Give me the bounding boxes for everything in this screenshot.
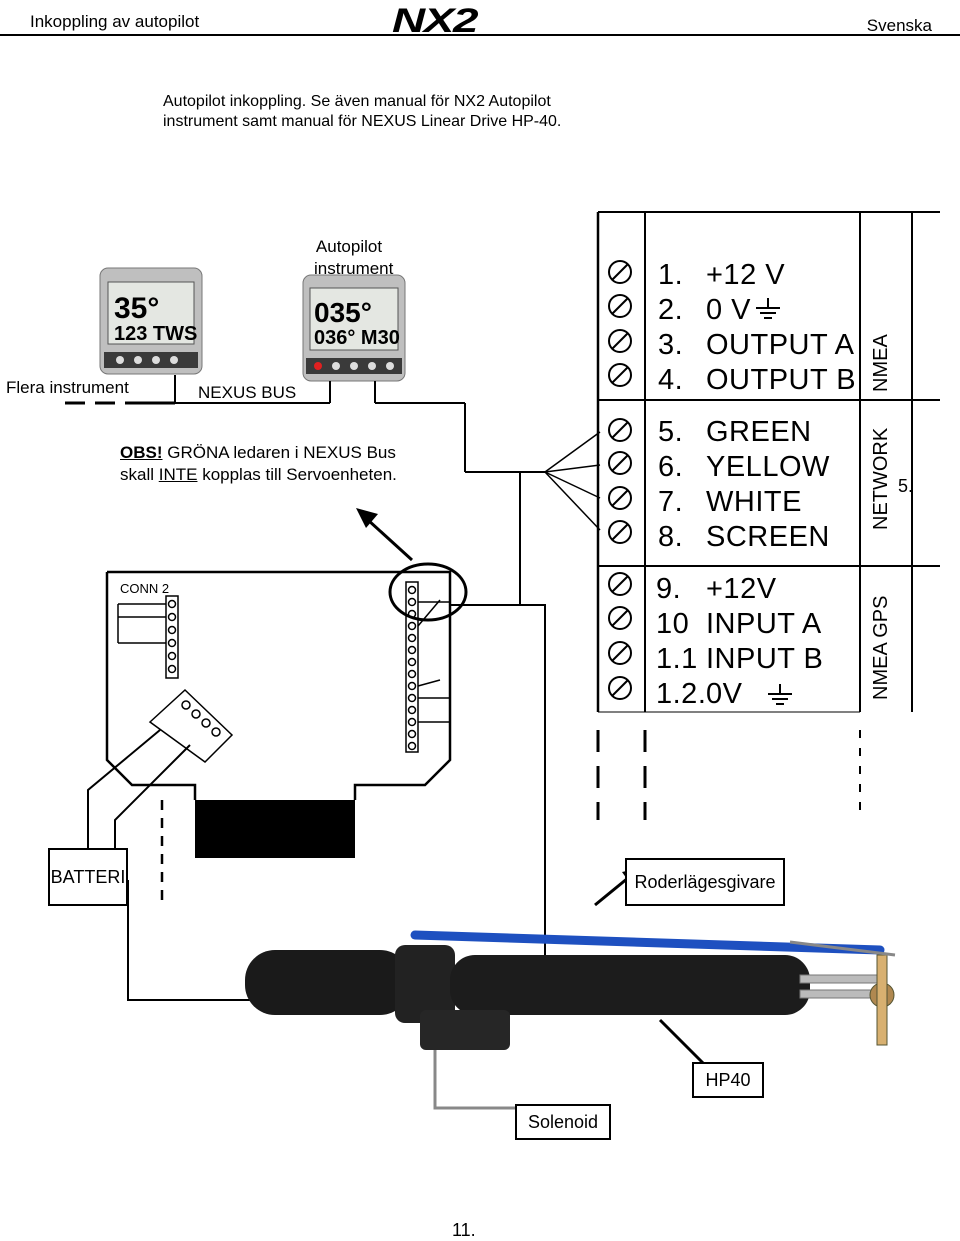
obs-line2-pre: skall	[120, 465, 159, 484]
term-num: 10	[656, 608, 690, 640]
header-language: Svenska	[866, 16, 932, 35]
nmea-label: NMEA	[870, 334, 892, 392]
highlight-circle	[388, 562, 468, 622]
multi-instrument-display	[99, 267, 203, 375]
solenoid-box: Solenoid	[515, 1104, 611, 1140]
network-number: 5.	[898, 476, 914, 496]
conn2-label: CONN 2	[120, 581, 170, 596]
nx2-logo: NX2	[392, 2, 479, 40]
term-num: 7.	[658, 486, 684, 518]
network-terminals	[405, 581, 450, 753]
terminal-screws	[608, 260, 632, 700]
autopilot-label: Autopilot instrument	[314, 236, 394, 280]
term-num: 3.	[658, 329, 684, 361]
page-number: 11.	[452, 1220, 476, 1240]
term-text: GREEN	[706, 416, 812, 448]
term-num: 1.	[658, 259, 684, 291]
ground-icon	[756, 298, 780, 319]
term-num: 2.	[658, 294, 684, 326]
lcd-left-top: 35°	[114, 292, 159, 325]
term-text: 0V	[706, 678, 743, 710]
term-num: 9.	[656, 573, 682, 605]
power-terminals	[148, 688, 234, 763]
term-text: INPUT A	[706, 608, 822, 640]
term-text: OUTPUT A	[706, 329, 855, 361]
network-label: NETWORK	[870, 427, 892, 530]
lcd-right-bottom: 036° M30	[314, 327, 400, 349]
servo-unit-outline	[105, 570, 452, 800]
obs-line2-post: kopplas till Servoenheten.	[197, 465, 397, 484]
term-text: WHITE	[706, 486, 802, 518]
arrow-icon	[356, 508, 378, 528]
flera-label: Flera instrument	[6, 378, 129, 397]
linear-drive	[245, 930, 896, 1050]
nmea-gps-label: NMEA GPS	[870, 595, 892, 700]
term-num: 1.2.	[656, 678, 707, 710]
terminal-group-1: 1. +12 V 2. 0 V 3. OUTPUT A 4. OUTPUT B	[658, 258, 856, 398]
hp40-box: HP40	[692, 1062, 764, 1098]
nexus-bus-label: NEXUS BUS	[198, 383, 297, 402]
term-text: OUTPUT B	[706, 364, 857, 396]
term-text: +12V	[706, 573, 777, 605]
battery-box: BATTERI	[48, 848, 128, 906]
term-text: 0 V	[706, 294, 752, 326]
header-title: Inkoppling av autopilot	[30, 12, 200, 31]
term-num: 1.1	[656, 643, 698, 675]
lcd-right-top: 035°	[314, 297, 372, 328]
ground-icon	[768, 684, 792, 705]
intro-line-1: Autopilot inkoppling. Se även manual för…	[163, 93, 551, 110]
obs-inte: INTE	[158, 465, 198, 484]
intro-line-2: instrument samt manual för NEXUS Linear …	[163, 113, 562, 130]
autopilot-instrument-display	[302, 274, 406, 382]
autopilot-label-2: instrument	[314, 259, 394, 278]
term-text: SCREEN	[706, 521, 830, 553]
obs-line1: GRÖNA ledaren i NEXUS Bus	[162, 443, 396, 462]
term-text: INPUT B	[706, 643, 824, 675]
autopilot-label-1: Autopilot	[315, 237, 383, 256]
term-num: 6.	[658, 451, 684, 483]
term-text: YELLOW	[706, 451, 830, 483]
conn2-terminals	[117, 595, 179, 679]
term-num: 5.	[658, 416, 684, 448]
lcd-left-bottom: 123 TWS	[114, 323, 197, 345]
terminal-group-2: 5. GREEN 6. YELLOW 7. WHITE 8. SCREEN	[658, 415, 830, 555]
header-divider	[0, 34, 960, 36]
term-num: 4.	[658, 364, 684, 396]
term-text: +12 V	[706, 259, 786, 291]
rudder-sensor-box: Roderlägesgivare	[625, 858, 785, 906]
obs-warning: OBS! GRÖNA ledaren i NEXUS Bus skall INT…	[120, 442, 397, 486]
term-num: 8.	[658, 521, 684, 553]
intro-text: Autopilot inkoppling. Se även manual för…	[163, 92, 603, 132]
servo-motor-block	[195, 800, 355, 858]
obs-word: OBS!	[120, 443, 163, 462]
